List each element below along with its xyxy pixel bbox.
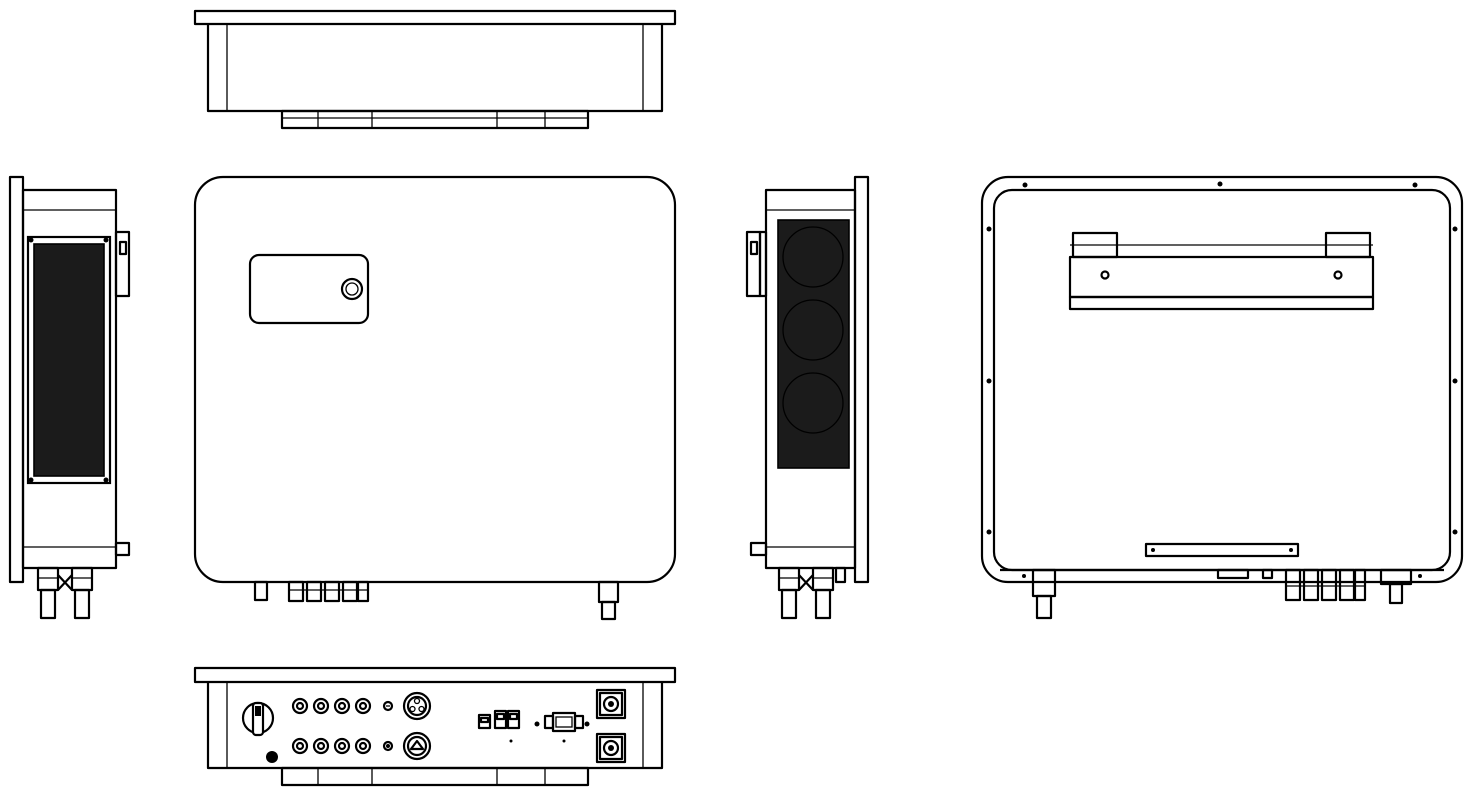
rear-view-lower-bracket xyxy=(1144,542,1300,558)
cable-glands-bottom-row xyxy=(291,737,372,755)
top-view-bracket xyxy=(280,109,590,130)
ac-connector-icon xyxy=(402,691,432,721)
left-side-handle xyxy=(114,230,131,298)
right-side-foot xyxy=(749,541,768,557)
front-view-body xyxy=(193,175,677,584)
dc-switch-icon xyxy=(241,701,275,737)
rear-view-panel xyxy=(992,188,1452,572)
front-view-gland-right xyxy=(597,580,620,604)
right-side-wall-plate xyxy=(853,175,870,584)
front-view-gland-left xyxy=(253,580,269,602)
top-view-body xyxy=(206,24,664,113)
bottom-view-bracket xyxy=(280,766,590,787)
bottom-view-flange xyxy=(193,666,677,684)
top-view-flange xyxy=(193,9,677,26)
rear-view-wall-bracket xyxy=(1068,231,1375,311)
ethernet-ports xyxy=(477,709,521,743)
left-side-body xyxy=(21,188,118,570)
small-port-bottom xyxy=(382,740,394,752)
front-view-pv-connectors xyxy=(287,580,370,603)
front-view xyxy=(193,175,677,621)
right-side-view xyxy=(745,175,870,620)
battery-connector-bottom xyxy=(595,732,627,764)
left-side-wall-plate xyxy=(8,175,25,584)
top-view xyxy=(193,9,677,130)
rear-view-pv-connectors xyxy=(1284,568,1367,602)
bottom-view xyxy=(193,666,677,787)
right-side-body xyxy=(764,188,857,570)
rear-view xyxy=(980,175,1464,620)
vent-valve-icon xyxy=(266,751,278,763)
right-side-fan-mesh xyxy=(777,219,850,469)
cable-glands-top-row xyxy=(291,697,372,715)
left-side-foot xyxy=(114,541,131,557)
left-side-view xyxy=(8,175,131,620)
grid-connector-icon xyxy=(402,731,432,761)
small-port-top xyxy=(382,700,394,712)
power-button-icon xyxy=(340,277,364,301)
battery-connector-top xyxy=(595,688,627,720)
right-side-connectors xyxy=(777,566,847,620)
left-side-vent-mesh xyxy=(33,243,105,477)
rear-view-outer-frame xyxy=(980,175,1464,584)
comm-port-icon xyxy=(543,711,585,743)
left-side-connectors xyxy=(36,566,94,620)
display-window xyxy=(248,253,370,325)
